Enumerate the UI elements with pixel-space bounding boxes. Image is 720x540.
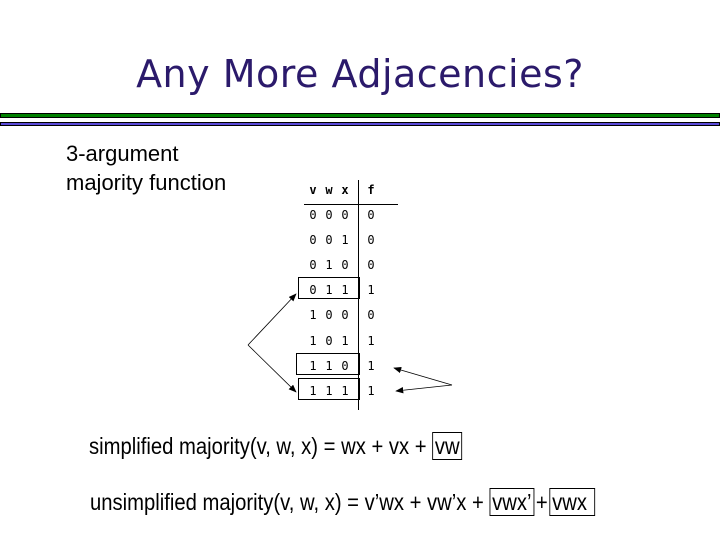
- unsimplified-boxed-term-1: vwx’: [489, 488, 535, 516]
- subtitle: 3-argument majority function: [66, 139, 226, 197]
- table-cell: 1: [309, 358, 317, 373]
- table-cell: 1: [367, 283, 375, 298]
- table-cell: 1: [341, 283, 349, 298]
- highlight-box: [296, 352, 360, 375]
- table-cell: 1: [325, 258, 333, 273]
- table-cell: 1: [367, 383, 375, 398]
- right-arrow: [393, 366, 453, 394]
- unsimplified-formula: unsimplified majority(v, w, x) = v’wx + …: [90, 488, 595, 516]
- unsimplified-formula-text: unsimplified majority(v, w, x) = v’wx + …: [90, 489, 490, 515]
- table-cell: 0: [341, 208, 349, 222]
- table-cell: 1: [341, 333, 349, 348]
- table-header-w: w: [325, 183, 333, 197]
- table-cell: 0: [341, 358, 349, 373]
- table-header-f: f: [367, 183, 375, 197]
- unsimplified-plus: +: [535, 489, 548, 515]
- subtitle-line-1: 3-argument: [66, 141, 179, 166]
- table-cell: 0: [367, 208, 375, 222]
- table-cell: 0: [325, 208, 333, 222]
- table-cell: 1: [367, 358, 375, 373]
- table-cell: 1: [309, 333, 317, 348]
- table-cell: 1: [309, 308, 317, 323]
- table-cell: 0: [341, 258, 349, 273]
- table-header-x: x: [341, 183, 349, 197]
- table-cell: 0: [309, 283, 317, 298]
- table-cell: 0: [325, 308, 333, 323]
- table-cell: 0: [367, 233, 375, 248]
- table-cell: 0: [309, 208, 317, 222]
- table-cell: 0: [341, 308, 349, 323]
- slide-title: Any More Adjacencies?: [136, 52, 584, 96]
- table-cell: 1: [325, 383, 333, 398]
- table-cell: 1: [341, 233, 349, 248]
- unsimplified-boxed-term-2: vwx: [549, 488, 595, 516]
- table-cell: 0: [309, 258, 317, 273]
- table-cell: 1: [309, 383, 317, 398]
- table-header-v: v: [309, 183, 317, 197]
- left-arrow: [247, 293, 297, 393]
- table-cell: 0: [309, 233, 317, 248]
- table-cell: 1: [367, 333, 375, 348]
- highlight-box: [298, 377, 360, 400]
- table-cell: 1: [341, 383, 349, 398]
- table-cell: 0: [325, 333, 333, 348]
- simplified-formula-text: simplified majority(v, w, x) = wx + vx +: [89, 433, 433, 459]
- simplified-formula: simplified majority(v, w, x) = wx + vx +…: [89, 432, 463, 460]
- table-cell: 0: [325, 233, 333, 248]
- subtitle-line-2: majority function: [66, 170, 227, 195]
- table-cell: 0: [367, 308, 375, 323]
- highlight-box: [298, 277, 360, 300]
- table-cell: 1: [325, 283, 333, 298]
- table-cell: 0: [367, 258, 375, 273]
- table-cell: 1: [325, 358, 333, 373]
- simplified-boxed-term: vw: [432, 432, 463, 460]
